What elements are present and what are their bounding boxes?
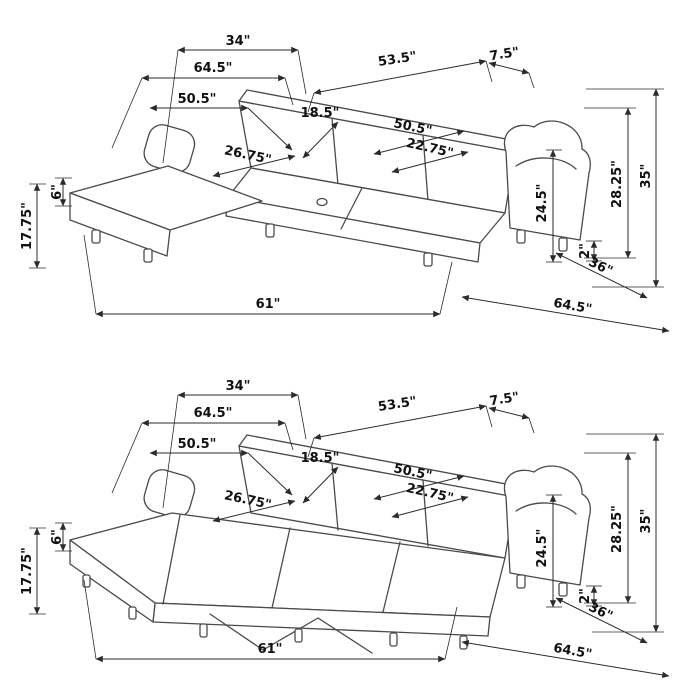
dimension-line <box>373 129 465 156</box>
extension-line <box>284 77 294 106</box>
extension-line <box>83 579 97 660</box>
extension-line <box>528 72 535 89</box>
right-arm-seam <box>515 157 577 170</box>
dimension-label-64-5-top: 64.5" <box>194 406 233 421</box>
dimension-line <box>212 499 296 523</box>
bed-section-divider <box>162 514 181 605</box>
dimension-line <box>391 150 469 174</box>
dimension-line <box>461 294 670 334</box>
extension-line <box>307 92 315 113</box>
dimension-line <box>555 252 648 299</box>
dimension-label-35: 35" <box>639 509 654 534</box>
dimension-label-7-5: 7.5" <box>489 390 521 409</box>
sofa-leg <box>389 632 398 647</box>
right-arm <box>503 465 591 586</box>
dimension-label-6: 6" <box>50 184 65 200</box>
extension-line <box>297 49 307 95</box>
left-arm <box>143 469 196 519</box>
right-arm <box>503 120 591 241</box>
extension-line <box>284 422 294 451</box>
dimension-label-2: 2" <box>578 588 593 604</box>
extension-line <box>528 417 535 434</box>
dimension-label-18-5: 18.5" <box>301 106 340 121</box>
extension-line <box>111 77 143 149</box>
sofa-leg <box>516 574 526 589</box>
dimension-label-2: 2" <box>578 243 593 259</box>
dimension-label-64-5-bottom: 64.5" <box>552 296 593 318</box>
dimension-line <box>555 597 648 644</box>
sofa-leg <box>265 223 275 238</box>
bed-section-divider <box>271 527 291 609</box>
dimension-label-17-75: 17.75" <box>20 202 35 250</box>
dimension-label-50-5-upper: 50.5" <box>178 92 217 107</box>
dimension-label-53-5: 53.5" <box>377 49 418 70</box>
sofa-leg <box>199 623 208 638</box>
sofa-leg <box>91 229 101 244</box>
dimension-label-34: 34" <box>226 34 251 49</box>
dimension-label-24-5: 24.5" <box>535 529 550 568</box>
dimension-line <box>313 404 487 440</box>
dimension-leader <box>247 107 293 151</box>
view-sofa: 34" 64.5" 50.5" 53.5" 7.5" 18.5" 50.5" 2… <box>20 34 670 334</box>
dimension-line <box>488 61 530 75</box>
dimension-label-18-5: 18.5" <box>301 451 340 466</box>
dimension-leader <box>247 452 293 496</box>
bed-left-side <box>69 539 156 623</box>
dimension-annotations: 34" 64.5" 50.5" 53.5" 7.5" 18.5" 50.5" 2… <box>20 34 670 334</box>
chaise-side <box>69 192 171 257</box>
seat-divider <box>340 187 363 230</box>
dimension-label-6: 6" <box>50 529 65 545</box>
sofa-leg <box>516 229 526 244</box>
dimension-label-7-5: 7.5" <box>489 45 521 64</box>
scissor-support <box>209 613 373 654</box>
sofa-leg <box>423 252 433 267</box>
extension-line <box>307 437 315 458</box>
extension-line <box>111 422 143 494</box>
dimension-line <box>391 495 469 519</box>
dimension-label-61: 61" <box>256 297 281 312</box>
dimension-label-50-5-upper: 50.5" <box>178 437 217 452</box>
dimension-label-17-75: 17.75" <box>20 547 35 595</box>
extension-line <box>439 261 453 315</box>
dimension-line <box>488 406 530 420</box>
sofa-leg <box>558 237 568 252</box>
dimension-label-64-5-top: 64.5" <box>194 61 233 76</box>
extension-line <box>297 394 307 440</box>
sofa-leg <box>143 248 153 263</box>
bed-section-divider <box>382 541 401 613</box>
dimension-line <box>212 154 296 178</box>
dimension-label-34: 34" <box>226 379 251 394</box>
dimension-label-24-5: 24.5" <box>535 184 550 223</box>
dimension-label-28-25: 28.25" <box>610 505 625 553</box>
sofa-leg <box>128 606 137 620</box>
dimension-label-35: 35" <box>639 164 654 189</box>
dimension-label-61: 61" <box>258 642 283 657</box>
dimension-line <box>313 59 487 95</box>
extension-line <box>83 234 97 315</box>
dimension-line <box>373 474 465 501</box>
dimension-label-64-5-bottom: 64.5" <box>552 641 593 663</box>
dimension-line <box>302 121 339 159</box>
pull-handle <box>316 197 328 207</box>
dimension-label-53-5: 53.5" <box>377 394 418 415</box>
extension-line <box>444 606 458 660</box>
dimension-line <box>302 466 339 504</box>
right-arm-seam <box>515 502 577 515</box>
dimension-label-28-25: 28.25" <box>610 160 625 208</box>
sofa-leg <box>294 628 303 643</box>
dimension-line <box>461 639 670 679</box>
sofa-leg <box>558 582 568 597</box>
